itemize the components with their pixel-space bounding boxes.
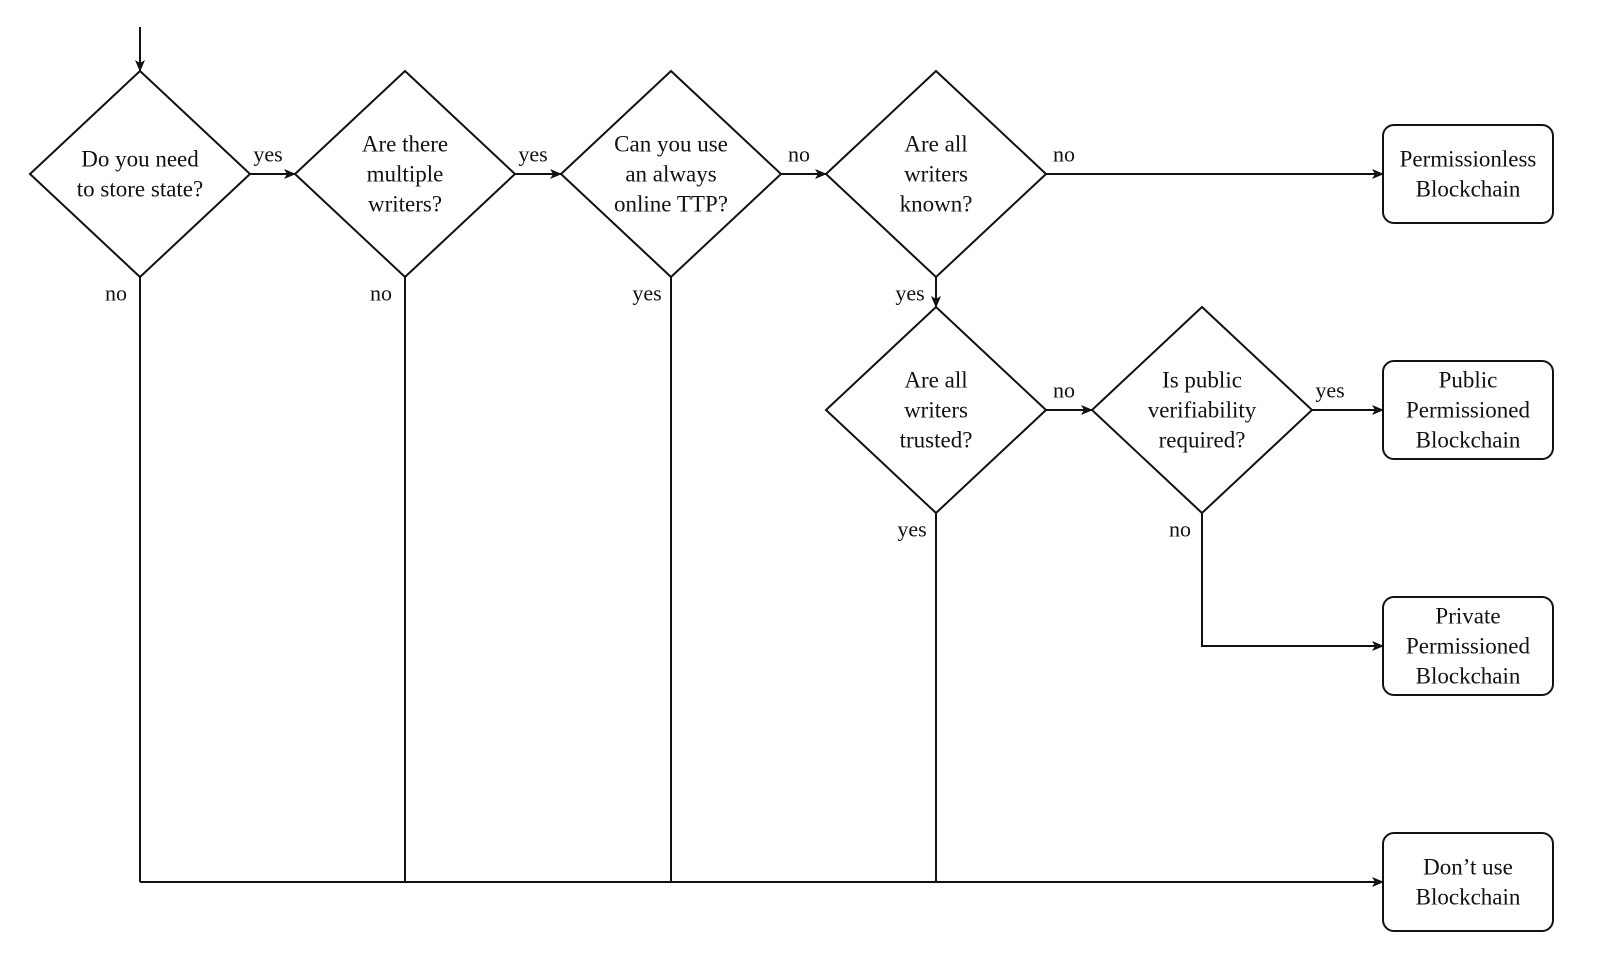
decision-text-line: writers — [904, 162, 968, 187]
decision-diamond — [824, 305, 1048, 515]
outcome-text-line: Blockchain — [1416, 885, 1521, 910]
outcome-text-line: Public — [1439, 368, 1498, 393]
decision-text-line: Are all — [904, 368, 967, 393]
edge-label-yes: yes — [518, 142, 547, 167]
decision-text-line: required? — [1159, 428, 1246, 453]
decision-multiple-writers: Are there multiple writers? — [293, 69, 517, 279]
edge-public-verifiability-to-private-permissioned — [1201, 513, 1384, 651]
decision-store-state: Do you need to store state? — [28, 69, 252, 279]
edge-labels-layer: yes no yes no no yes no yes no yes yes no — [105, 142, 1345, 542]
decision-text-line: writers? — [368, 192, 442, 217]
nodes-layer: Do you need to store state? Are there multi… — [28, 69, 1554, 932]
decision-text-line: writers — [904, 398, 968, 423]
edge-label-yes: yes — [1315, 378, 1344, 403]
decision-diamond — [559, 69, 783, 279]
outcome-text-line: Don’t use — [1423, 855, 1513, 880]
decision-text-line: to store state? — [77, 177, 203, 202]
edge-label-yes: yes — [632, 281, 661, 306]
edge-label-no: no — [788, 142, 810, 167]
decision-text-line: multiple — [367, 162, 444, 187]
decision-text-line: Do you need — [81, 147, 199, 172]
edge-label-no: no — [1169, 517, 1191, 542]
decision-text-line: Are all — [904, 132, 967, 157]
decision-text-line: trusted? — [900, 428, 973, 453]
outcome-text-line: Blockchain — [1416, 177, 1521, 202]
outcome-text-line: Private — [1435, 604, 1500, 629]
decision-writers-known: Are all writers known? — [824, 69, 1048, 279]
decision-diamond — [293, 69, 517, 279]
decision-diamond — [1090, 305, 1314, 515]
edge-label-yes: yes — [253, 142, 282, 167]
decision-text-line: Can you use — [614, 132, 728, 157]
decision-text-line: Are there — [362, 132, 448, 157]
outcome-text-line: Blockchain — [1416, 664, 1521, 689]
edge-label-yes: yes — [895, 281, 924, 306]
edge-label-no: no — [1053, 142, 1075, 167]
edge-label-no: no — [105, 281, 127, 306]
outcome-box — [1382, 832, 1554, 932]
decision-text-line: verifiability — [1148, 398, 1257, 423]
decision-text-line: online TTP? — [614, 192, 728, 217]
outcome-text-line: Blockchain — [1416, 428, 1521, 453]
edge-label-no: no — [1053, 378, 1075, 403]
decision-text-line: Is public — [1162, 368, 1242, 393]
outcome-text-line: Permissioned — [1406, 398, 1530, 423]
decision-text-line: an always — [625, 162, 716, 187]
edge-label-yes: yes — [897, 517, 926, 542]
outcome-box — [1382, 596, 1554, 696]
decision-public-verifiability: Is public verifiability required? — [1090, 305, 1314, 515]
decision-diamond — [824, 69, 1048, 279]
outcome-text-line: Permissionless — [1400, 147, 1537, 172]
outcome-text-line: Permissioned — [1406, 634, 1530, 659]
edges-layer — [135, 27, 1384, 887]
decision-ttp: Can you use an always online TTP? — [559, 69, 783, 279]
decision-text-line: known? — [900, 192, 973, 217]
outcome-box — [1382, 124, 1554, 224]
decision-writers-trusted: Are all writers trusted? — [824, 305, 1048, 515]
decision-diamond — [28, 69, 252, 279]
outcome-box — [1382, 360, 1554, 460]
edge-label-no: no — [370, 281, 392, 306]
